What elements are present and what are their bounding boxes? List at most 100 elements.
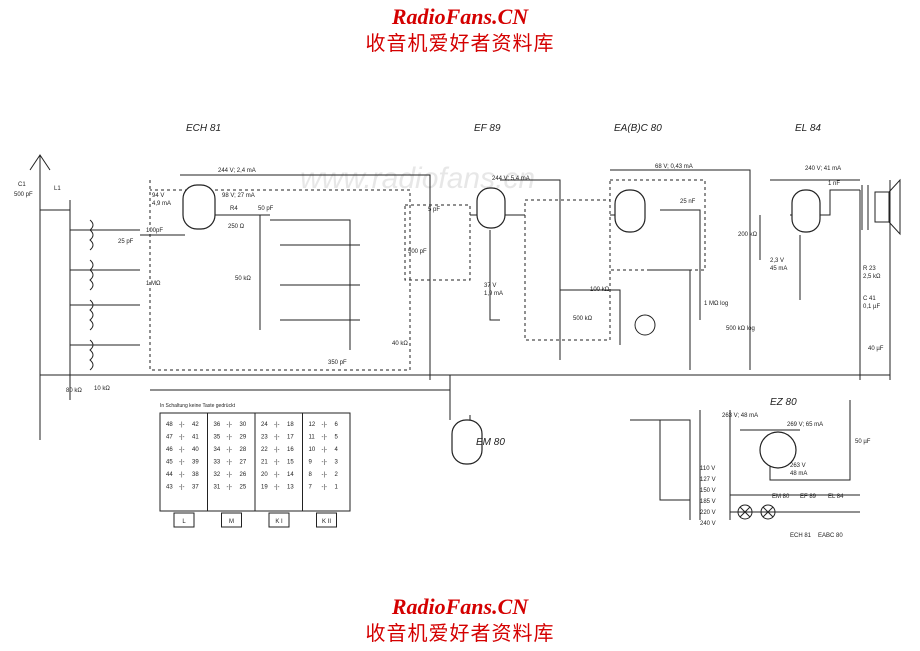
switch-contact-number: 32 <box>214 472 221 478</box>
switch-contact-number: 10 <box>309 447 316 453</box>
switch-contact-number: 4 <box>335 447 339 453</box>
r-10k-label: 10 kΩ <box>94 386 110 392</box>
switch-contact-number: 6 <box>335 422 339 428</box>
switch-contact-number: 40 <box>192 447 199 453</box>
site-subtitle: 收音机爱好者资料库 <box>365 31 555 55</box>
brand-logo[interactable]: RadioFans.CN <box>391 4 529 29</box>
em80-tube <box>451 419 483 465</box>
ef89-annotation: 244 V; 5,4 mA <box>492 176 530 182</box>
wiring <box>29 154 891 520</box>
mains-tap: 110 V <box>700 466 715 472</box>
switch-contact-symbol: -|- <box>322 447 328 453</box>
switch-contact-symbol: -|- <box>274 485 280 491</box>
switch-contact-number: 19 <box>261 485 268 491</box>
switch-contact-symbol: -|- <box>322 460 328 466</box>
c-40uf-label: 40 µF <box>868 346 884 352</box>
mains-tap: 185 V <box>700 499 716 505</box>
switch-contact-number: 20 <box>261 472 268 478</box>
switch-contact-symbol: -|- <box>274 422 280 428</box>
l1-label: L1 <box>54 186 61 192</box>
switch-key-box <box>268 512 290 528</box>
c-50uf-label: 50 µF <box>855 439 871 445</box>
switch-contact-symbol: -|- <box>274 472 280 478</box>
switch-contact-symbol: -|- <box>179 485 185 491</box>
brand-logo-footer[interactable]: RadioFans.CN <box>391 594 529 619</box>
switch-contact-number: 47 <box>166 435 173 441</box>
switch-contact-number: 36 <box>214 422 221 428</box>
r-200k-label: 200 kΩ <box>738 232 758 238</box>
switch-contact-number: 17 <box>287 435 294 441</box>
switch-contact-number: 45 <box>166 460 173 466</box>
el84-annotation: 240 V; 41 mA <box>805 166 841 172</box>
switch-contact-symbol: -|- <box>227 447 233 453</box>
switch-contact-number: 3 <box>335 460 339 466</box>
mains-tap-list: 110 V 127 V 150 V 185 V 220 V 240 V <box>700 466 716 527</box>
mains-tap: 150 V <box>700 488 716 494</box>
site-subtitle-footer: 收音机爱好者资料库 <box>365 621 555 645</box>
c-25nf-label: 25 nF <box>680 199 696 205</box>
switch-contact-number: 28 <box>240 447 247 453</box>
switch-contact-number: 48 <box>166 422 173 428</box>
c-50pf-label: 50 pF <box>258 206 274 212</box>
switch-contact-number: 12 <box>309 422 316 428</box>
switch-contact-symbol: -|- <box>179 460 185 466</box>
switch-contact-number: 5 <box>335 435 339 441</box>
switch-contact-number: 11 <box>309 435 316 441</box>
heater-label: EL 84 <box>828 494 844 500</box>
c-500pf-label: 500 pF <box>408 249 427 255</box>
switch-contact-symbol: -|- <box>322 472 328 478</box>
r-50k-label: 50 kΩ <box>235 276 251 282</box>
switch-contact-number: 43 <box>166 485 173 491</box>
switch-contact-symbol: -|- <box>227 435 233 441</box>
ef89-tube <box>476 187 506 229</box>
tube-label-eabc80: EA(B)C 80 <box>614 123 662 134</box>
switch-contact-number: 21 <box>261 460 268 466</box>
switch-contact-number: 13 <box>287 485 294 491</box>
page-header: RadioFans.CN 收音机爱好者资料库 <box>0 4 920 56</box>
heater-label: ECH 81 <box>790 533 812 539</box>
r4-label: R4 <box>230 206 238 212</box>
switch-key-box <box>173 512 195 528</box>
r-1m-label: 1 MΩ <box>146 281 161 287</box>
switch-contact-number: 1 <box>335 485 339 491</box>
switch-contact-number: 35 <box>214 435 221 441</box>
switch-key-label: K II <box>322 519 331 525</box>
switch-contact-number: 37 <box>192 485 199 491</box>
tube-label-em80: EM 80 <box>476 437 505 448</box>
switch-table: In Schaltung keine Taste gedrückt 48-|-4… <box>159 403 351 528</box>
c-5pf-label: 5 pF <box>428 207 440 213</box>
volume-pot-label: 1 MΩ log <box>704 301 728 307</box>
c1-value: 500 pF <box>14 192 33 198</box>
switch-key-box <box>221 512 242 528</box>
r-100k-label: 100 kΩ <box>590 287 610 293</box>
switch-contact-symbol: -|- <box>322 435 328 441</box>
r23-value: 2,5 kΩ <box>863 274 881 280</box>
switch-key-label: M <box>229 519 234 525</box>
tone-pot-label: 500 kΩ log <box>726 326 755 332</box>
tube-label-el84: EL 84 <box>795 123 821 134</box>
switch-contact-symbol: -|- <box>227 485 233 491</box>
c1-label: C1 <box>18 182 26 188</box>
page-footer: RadioFans.CN 收音机爱好者资料库 <box>0 594 920 646</box>
tube-label-ez80: EZ 80 <box>770 397 797 408</box>
tube-label-ech81: ECH 81 <box>186 123 221 134</box>
switch-contact-number: 18 <box>287 422 294 428</box>
r-80k-label: 80 kΩ <box>66 388 82 394</box>
eabc80-annotation: 68 V; 0,43 mA <box>655 164 693 170</box>
switch-contact-number: 7 <box>309 485 313 491</box>
magic-eye-symbol <box>634 314 656 336</box>
switch-contact-number: 34 <box>214 447 221 453</box>
ez80-tube <box>759 431 797 469</box>
mains-tap: 127 V <box>700 477 716 483</box>
switch-contact-number: 23 <box>261 435 268 441</box>
switch-contact-number: 26 <box>240 472 247 478</box>
switch-contact-number: 25 <box>240 485 247 491</box>
tube-label-ef89: EF 89 <box>474 123 501 134</box>
ez80-annotation-4: 48 mA <box>790 471 807 477</box>
ech81-current-annotation: 4,9 mA <box>152 201 171 207</box>
mains-tap: 220 V <box>700 510 716 516</box>
switch-contact-number: 24 <box>261 422 268 428</box>
switch-contact-number: 44 <box>166 472 173 478</box>
ech81-tube <box>182 184 216 230</box>
